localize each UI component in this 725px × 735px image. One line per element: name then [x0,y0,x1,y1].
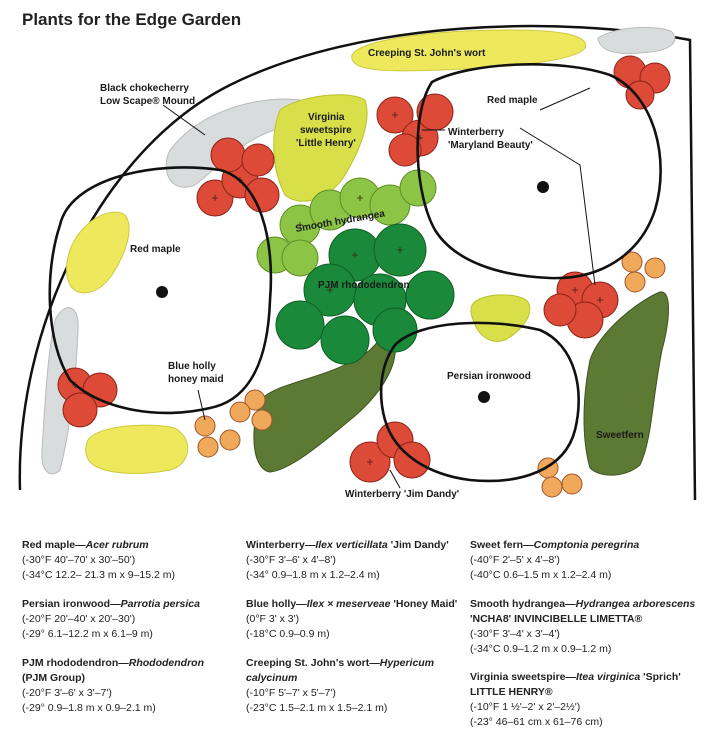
yellow-plant-center [470,294,531,342]
legend-item: Sweet fern—Comptonia peregrina (-40°F 2'… [470,539,640,581]
red-maple-top-trunk [537,181,549,193]
label-blue-holly-2: honey maid [168,374,224,385]
pjm-rhododendron-group [275,223,455,365]
legend-item: Smooth hydrangea—Hydrangea arborescens '… [470,598,696,655]
grey-plant-top-right [597,26,676,54]
yellow-plant-left [66,211,130,294]
label-black-chokecherry-1: Black chokecherry [100,83,189,94]
olive-plant-center [253,333,396,473]
legend-item: Virginia sweetspire—Itea virginica 'Spri… [470,671,681,728]
yellow-plant-bottom-left [85,424,189,474]
legend-item: Creeping St. John's wort—Hypericum calyc… [246,657,435,714]
label-red-maple-top: Red maple [487,95,538,106]
garden-bed-outline [18,24,697,501]
label-virginia-3: 'Little Henry' [296,138,356,149]
legend-item: Blue holly—Ilex × meserveae 'Honey Maid'… [246,598,458,640]
red-maple-left-trunk [156,286,168,298]
garden-diagram: Creeping St. John's wort Black chokecher… [18,24,697,501]
persian-ironwood-trunk [478,391,490,403]
label-pjm-rhododendron: PJM rhododendron [318,280,410,291]
persian-ironwood-canopy [379,321,580,483]
virginia-sweetspire-shape [273,94,368,202]
label-red-maple-left: Red maple [130,244,181,255]
label-virginia-2: sweetspire [300,125,352,136]
page-title: Plants for the Edge Garden [22,10,242,29]
legend-item: PJM rhododendron—Rhododendron (PJM Group… [22,657,204,714]
sweetfern-shape [583,291,669,476]
legend-item: Winterberry—Ilex verticillata 'Jim Dandy… [246,539,449,581]
creeping-st-johns-wort-shape [351,29,586,72]
label-winterberry-md-2: 'Maryland Beauty' [448,140,533,151]
label-sweetfern: Sweetfern [596,430,644,441]
label-black-chokecherry-2: Low Scape® Mound [100,96,195,107]
red-maple-top-canopy [416,63,662,280]
label-virginia-1: Virginia [308,112,345,123]
label-winterberry-md-1: Winterberry [448,127,504,138]
label-persian-ironwood: Persian ironwood [447,371,531,382]
label-blue-holly-1: Blue holly [168,361,216,372]
legend-item: Persian ironwood—Parrotia persica (-20°F… [22,598,200,640]
label-winterberry-jd: Winterberry 'Jim Dandy' [345,489,459,500]
label-creeping-st-johns-wort: Creeping St. John's wort [368,48,486,59]
red-maple-left-canopy [48,166,273,415]
leader-lines [162,87,596,489]
plant-legend: Red maple—Acer rubrum (-30°F 40'–70' x 3… [0,530,725,735]
legend-item: Red maple—Acer rubrum (-30°F 40'–70' x 3… [22,539,176,581]
